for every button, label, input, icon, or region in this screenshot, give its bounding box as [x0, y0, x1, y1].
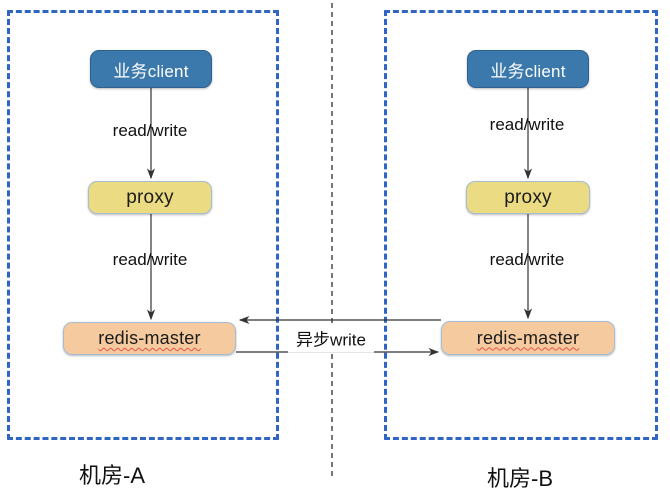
node-business-client-a[interactable]: 业务client: [90, 50, 212, 88]
node-business-client-b-label: 业务client: [490, 61, 566, 81]
node-redis-master-b-label: redis-master: [476, 327, 580, 348]
edge-label-async-write: 异步write: [288, 323, 374, 353]
node-proxy-a-label: proxy: [126, 186, 174, 208]
node-redis-master-a-label: redis-master: [98, 328, 201, 348]
edge-label-readwrite-a-lower: read/write: [112, 250, 188, 269]
node-proxy-a[interactable]: proxy: [88, 181, 212, 214]
node-redis-master-a[interactable]: redis-master: [63, 322, 236, 355]
zone-datacenter-a: [7, 10, 279, 440]
node-proxy-b[interactable]: proxy: [466, 181, 590, 214]
zone-title-datacenter-b: 机房-B: [486, 466, 554, 491]
edge-label-readwrite-a-upper: read/write: [112, 121, 188, 140]
edge-label-readwrite-b-upper: read/write: [489, 115, 565, 134]
edge-label-readwrite-b-lower: read/write: [489, 250, 565, 269]
node-redis-master-b[interactable]: redis-master: [441, 321, 615, 355]
node-proxy-b-label: proxy: [504, 186, 552, 208]
node-business-client-a-label: 业务client: [113, 61, 189, 81]
zone-title-datacenter-a: 机房-A: [78, 463, 146, 488]
node-business-client-b[interactable]: 业务client: [467, 50, 589, 88]
zone-datacenter-b: [384, 10, 658, 440]
